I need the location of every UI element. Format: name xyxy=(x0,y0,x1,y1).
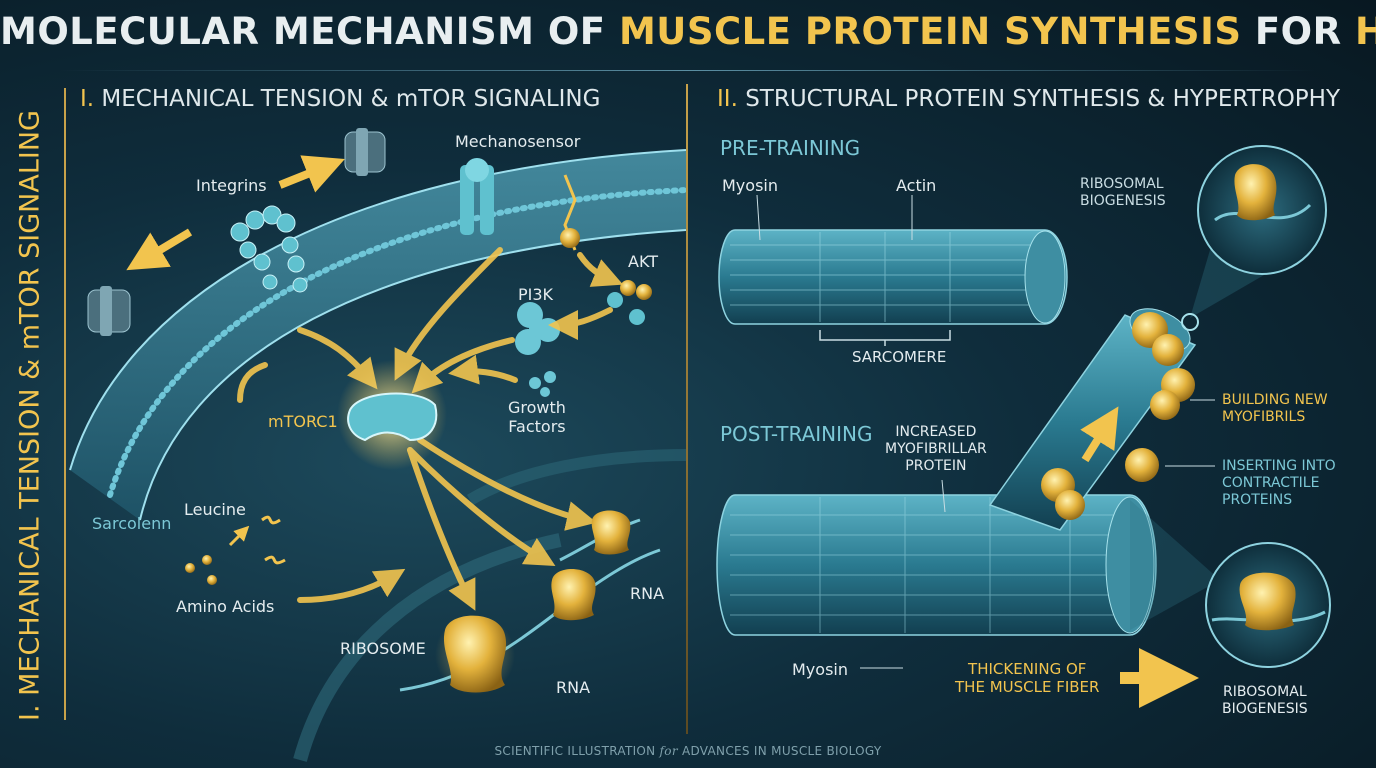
signal-arrow-icon xyxy=(548,307,613,340)
title-divider xyxy=(60,70,1316,71)
signal-arrow-icon xyxy=(237,362,268,403)
ribosome-icon xyxy=(435,615,515,695)
section1-heading: I. MECHANICAL TENSION & mTOR SIGNALING xyxy=(80,86,600,112)
page-title: MOLECULAR MECHANISM OF MUSCLE PROTEIN SY… xyxy=(0,10,1376,53)
label-rna-upper: RNA xyxy=(630,584,665,603)
title-highlight: MUSCLE PROTEIN SYNTHESIS xyxy=(618,10,1242,53)
label-ribosomal-biogenesis-bottom: RIBOSOMAL BIOGENESIS xyxy=(1222,684,1308,717)
label-rna-lower: RNA xyxy=(556,678,591,697)
label-akt: AKT xyxy=(628,252,658,271)
label-post-training: POST-TRAINING xyxy=(720,422,873,446)
ribosome-magnifier-bottom xyxy=(1130,500,1331,668)
ribosome-magnifier-top xyxy=(1181,145,1327,331)
background-fiber xyxy=(293,533,562,762)
label-growth-factors: Growth Factors xyxy=(508,398,566,436)
label-integrins: Integrins xyxy=(196,176,267,195)
signal-arrow-icon xyxy=(407,447,476,611)
ribosome-icon xyxy=(591,510,631,555)
label-thickening: THICKENING OF THE MUSCLE FIBER xyxy=(955,660,1100,696)
label-ribosome: RIBOSOME xyxy=(340,639,426,658)
label-amino-acids: Amino Acids xyxy=(176,597,275,616)
section2-title: STRUCTURAL PROTEIN SYNTHESIS & HYPERTROP… xyxy=(745,86,1341,112)
sarcomere-bracket xyxy=(819,330,951,341)
background-fiber xyxy=(466,449,687,506)
label-inserting-proteins: INSERTING INTO CONTRACTILE PROTEINS xyxy=(1222,458,1336,508)
label-increased-protein: INCREASED MYOFIBRILLAR PROTEIN xyxy=(885,424,987,474)
amino-acid-icon xyxy=(185,515,286,585)
mtorc1-complex-icon xyxy=(337,360,447,470)
weight-plate-icon xyxy=(344,128,386,176)
title-part: FOR xyxy=(1241,10,1355,53)
title-part: MOLECULAR MECHANISM OF xyxy=(0,10,619,53)
footer-credit: SCIENTIFIC ILLUSTRATION for ADVANCES IN … xyxy=(0,744,1376,758)
footer-italic: for xyxy=(659,744,678,758)
label-ribosomal-biogenesis-top: RIBOSOMAL BIOGENESIS xyxy=(1080,176,1166,209)
footer-text: SCIENTIFIC ILLUSTRATION xyxy=(494,744,660,758)
title-highlight: HYPERTROPHY xyxy=(1354,10,1376,53)
label-myosin-bottom: Myosin xyxy=(792,660,848,679)
side-rule xyxy=(64,88,66,720)
mechanosensor-icon xyxy=(460,158,580,251)
pre-training-fiber xyxy=(718,229,1068,325)
label-building-myofibrils: BUILDING NEW MYOFIBRILS xyxy=(1222,392,1328,425)
akt-molecule-icon xyxy=(607,280,652,325)
label-actin: Actin xyxy=(896,176,937,195)
signal-arrow-icon xyxy=(417,437,597,531)
label-sarcomere: SARCOMERE xyxy=(852,348,947,366)
label-pre-training: PRE-TRAINING xyxy=(720,136,861,160)
signal-arrow-icon xyxy=(411,337,515,394)
increased-protein-pointer xyxy=(941,479,946,513)
signal-arrow-icon xyxy=(407,447,556,566)
section1-title: MECHANICAL TENSION & mTOR SIGNALING xyxy=(101,86,601,112)
signal-arrow-icon xyxy=(394,247,503,381)
post-training-fiber xyxy=(716,494,1157,636)
footer-text: ADVANCES IN MUSCLE BIOLOGY xyxy=(677,744,882,758)
signal-arrow-icon xyxy=(297,568,406,603)
ribosome-cluster-icon xyxy=(1041,312,1195,520)
panel-divider xyxy=(686,84,688,734)
signal-arrow-icon xyxy=(577,252,624,287)
section2-heading: II. STRUCTURAL PROTEIN SYNTHESIS & HYPER… xyxy=(717,86,1340,112)
tension-arrow-icon xyxy=(126,228,193,271)
integrin-icon xyxy=(230,205,308,293)
label-sarcolemma: Sarcolenn xyxy=(92,514,172,533)
label-leucine: Leucine xyxy=(184,500,246,519)
signal-arrow-icon xyxy=(448,354,518,385)
section1-number: I. xyxy=(80,86,95,112)
vertical-section-label: I. MECHANICAL TENSION & mTOR SIGNALING xyxy=(14,110,46,721)
weight-plate-icon xyxy=(87,286,131,336)
label-pi3k: PI3K xyxy=(518,285,554,304)
label-mtorc1: mTORC1 xyxy=(268,412,338,431)
pi3k-molecule-icon xyxy=(515,302,560,355)
tension-arrow-icon xyxy=(278,155,345,193)
label-myosin-top: Myosin xyxy=(722,176,778,195)
section2-number: II. xyxy=(717,86,738,112)
myosin-pointer xyxy=(756,194,761,241)
label-mechanosensor: Mechanosensor xyxy=(455,132,581,151)
growth-factors-icon xyxy=(529,371,556,397)
ribosome-icon xyxy=(551,568,596,621)
